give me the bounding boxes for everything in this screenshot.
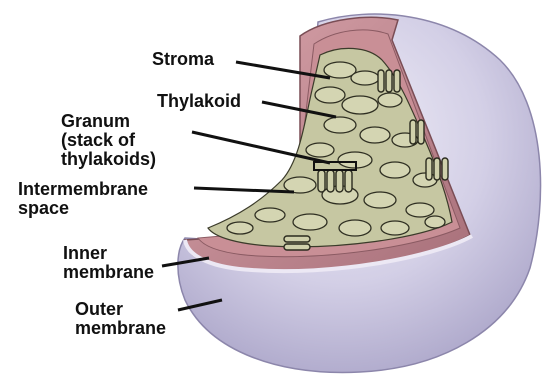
label-intermembrane-space: Intermembrane space [18, 180, 148, 218]
label-granum: Granum (stack of thylakoids) [61, 112, 156, 169]
label-inner-membrane: Inner membrane [63, 244, 154, 282]
label-thylakoid: Thylakoid [157, 92, 241, 111]
label-stroma: Stroma [152, 50, 214, 69]
label-outer-membrane: Outer membrane [75, 300, 166, 338]
